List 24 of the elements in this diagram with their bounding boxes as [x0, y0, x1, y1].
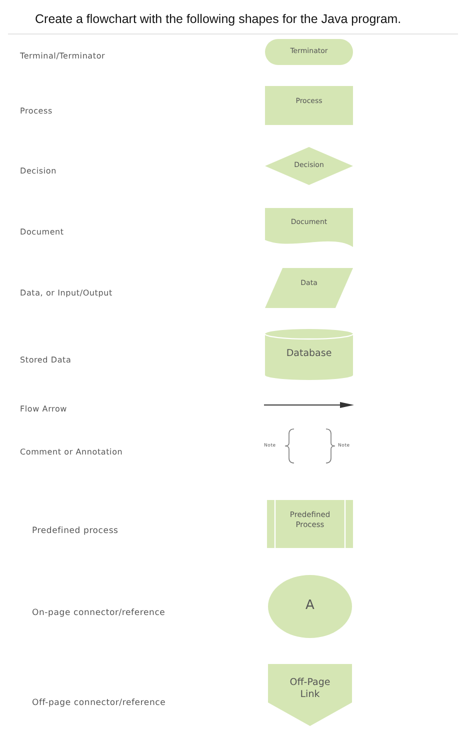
shape-name: Data, or Input/Output — [20, 288, 112, 298]
process-box — [265, 86, 353, 125]
shape-label: Database — [286, 348, 332, 361]
connector-circle — [268, 575, 352, 638]
database-cylinder — [265, 329, 353, 380]
shape-name: Off-page connector/reference — [32, 698, 166, 708]
predefined-process-box — [267, 500, 353, 548]
off-page-connector-shape — [268, 664, 352, 726]
shape-name: Stored Data — [20, 356, 72, 364]
shape-name: Process — [20, 106, 52, 116]
shape-label: A — [306, 598, 314, 615]
shape-label: Off-Page Link — [288, 676, 332, 702]
shape-name: Decision — [20, 166, 56, 176]
shape-name: Predefined process — [32, 526, 118, 536]
shape-name: Flow Arrow — [20, 404, 67, 414]
shape-name: On-page connector/reference — [32, 608, 166, 618]
decision-diamond — [265, 147, 353, 185]
terminator-shape — [265, 39, 353, 65]
shape-name: Terminal/Terminator — [20, 52, 106, 60]
shape-name: Document — [20, 228, 64, 236]
data-parallelogram — [265, 268, 353, 308]
document-shape — [265, 208, 353, 247]
title: Create a flowchart with the following shapes for the Java program. — [35, 12, 402, 26]
shape-name: Comment or Annotation — [20, 448, 123, 456]
